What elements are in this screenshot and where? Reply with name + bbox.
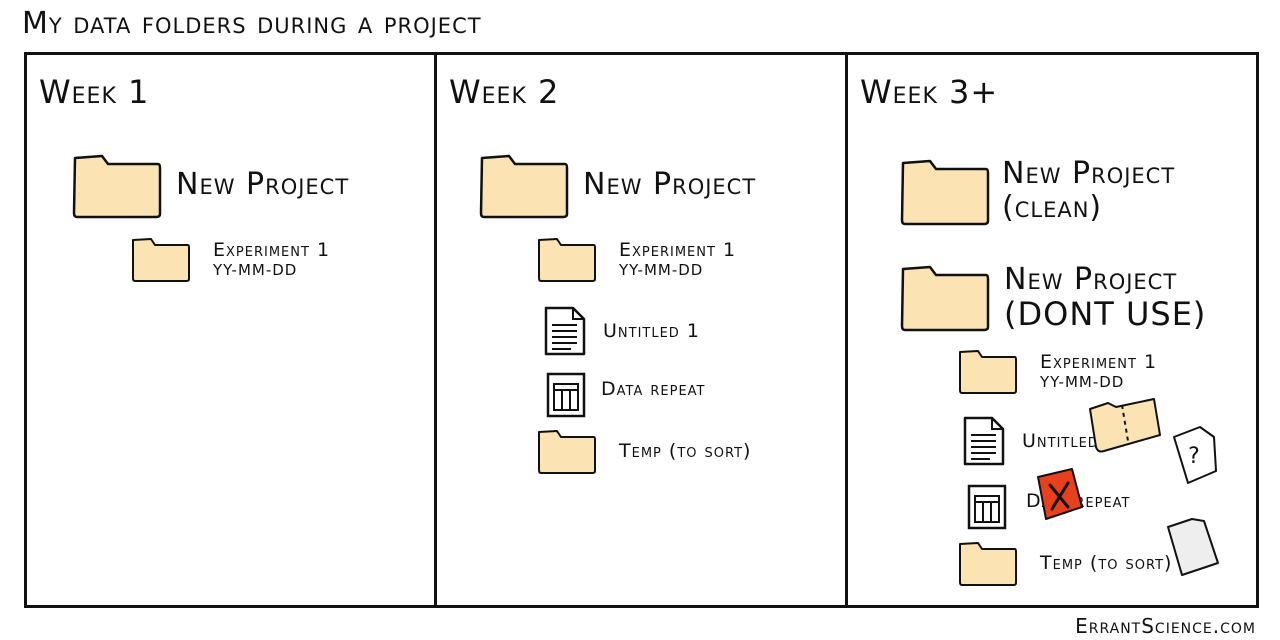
old-project-folder[interactable]: New Project (DONT USE): [900, 261, 1206, 333]
experiment-folder[interactable]: Experiment 1 yy-mm-dd: [537, 235, 736, 283]
spreadsheet-icon: [546, 372, 586, 418]
folder-sublabel: (DONT USE): [1004, 295, 1207, 333]
deleted-file-icon: [1037, 468, 1083, 520]
folder-label: New Project: [583, 167, 757, 202]
experiment-folder[interactable]: Experiment 1 yy-mm-dd: [958, 347, 1157, 395]
project-folder[interactable]: New Project: [479, 150, 756, 220]
folder-icon: [900, 265, 990, 332]
question-mark-text: ?: [1188, 444, 1200, 469]
folder-icon: [538, 430, 596, 474]
experiment-date: yy-mm-dd: [1040, 373, 1125, 391]
blank-file-icon: [1167, 518, 1219, 576]
week-label: Week 2: [449, 73, 560, 111]
file-label: Temp (to sort): [619, 440, 752, 462]
panel-week-3: Week 3+ New Project (clean) New Project …: [845, 52, 1259, 608]
week-label: Week 1: [39, 73, 150, 111]
week-label: Week 3+: [860, 73, 999, 111]
folder-icon: [959, 542, 1017, 586]
folder-icon: [538, 238, 596, 282]
experiment-name: Experiment 1: [213, 239, 331, 261]
unknown-file-icon: ?: [1173, 426, 1217, 484]
folder-sublabel: (clean): [1002, 190, 1103, 225]
credit-text: ErrantScience.com: [1075, 614, 1256, 638]
folder-icon: [479, 154, 569, 219]
spreadsheet-file[interactable]: Data repeat: [545, 371, 706, 419]
project-folder[interactable]: New Project: [72, 150, 349, 220]
comic-title: My data folders during a project: [22, 6, 482, 41]
folder-icon: [900, 159, 990, 226]
document-icon: [544, 306, 586, 356]
spreadsheet-icon: [967, 484, 1007, 530]
folder-label: New Project: [176, 167, 350, 202]
temp-folder[interactable]: Temp (to sort): [537, 427, 751, 475]
folder-label: New Project: [1004, 262, 1178, 297]
folder-label: New Project: [1002, 156, 1176, 191]
panel-week-2: Week 2 New Project Experiment 1 yy-mm-dd…: [434, 52, 848, 608]
experiment-name: Experiment 1: [619, 239, 737, 261]
folder-icon: [132, 238, 190, 282]
experiment-date: yy-mm-dd: [619, 261, 704, 279]
temp-folder[interactable]: Temp (to sort): [958, 539, 1172, 587]
experiment-name: Experiment 1: [1040, 351, 1158, 373]
panel-week-1: Week 1 New Project Experiment 1 yy-mm-dd: [24, 52, 437, 608]
document-icon: [963, 416, 1005, 466]
crumpled-folder-icon: [1089, 398, 1161, 453]
file-label: Data repeat: [601, 378, 706, 400]
clean-project-folder[interactable]: New Project (clean): [900, 155, 1175, 227]
experiment-date: yy-mm-dd: [213, 261, 298, 279]
folder-icon: [959, 350, 1017, 394]
document-file[interactable]: Untitled 1: [543, 305, 700, 357]
file-label: Untitled 1: [603, 320, 700, 342]
file-label: Temp (to sort): [1040, 552, 1173, 574]
folder-icon: [72, 154, 162, 219]
experiment-folder[interactable]: Experiment 1 yy-mm-dd: [131, 235, 330, 283]
